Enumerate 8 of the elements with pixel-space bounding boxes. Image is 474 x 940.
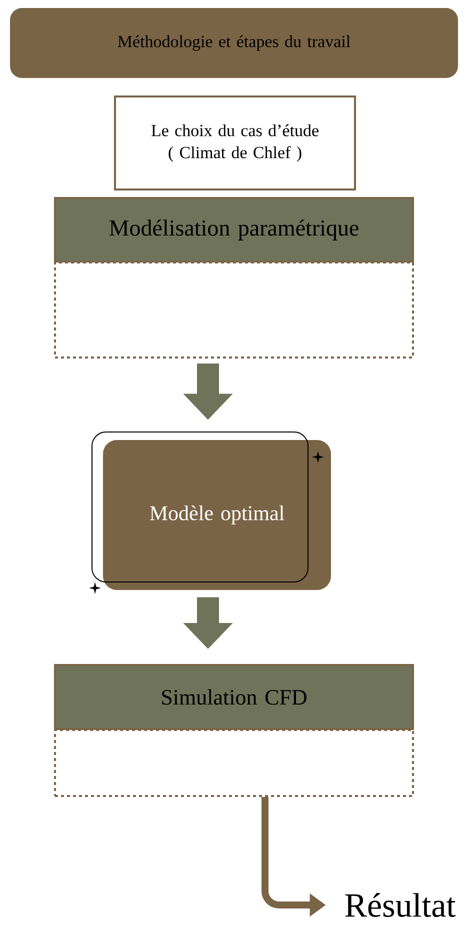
text-box: Le choix du cas d’étude ( Climat de Chlef ): [114, 96, 356, 191]
result-text: Résultat: [345, 893, 456, 917]
dashed-box: [54, 729, 414, 797]
title-band: Méthodologie et étapes du travail: [10, 8, 458, 78]
dashed-box: [54, 262, 414, 358]
header-band: Simulation CFD: [54, 664, 414, 730]
rounded-card: Modèle optimal: [103, 440, 331, 590]
header-band: Modélisation paramétrique: [54, 197, 414, 264]
